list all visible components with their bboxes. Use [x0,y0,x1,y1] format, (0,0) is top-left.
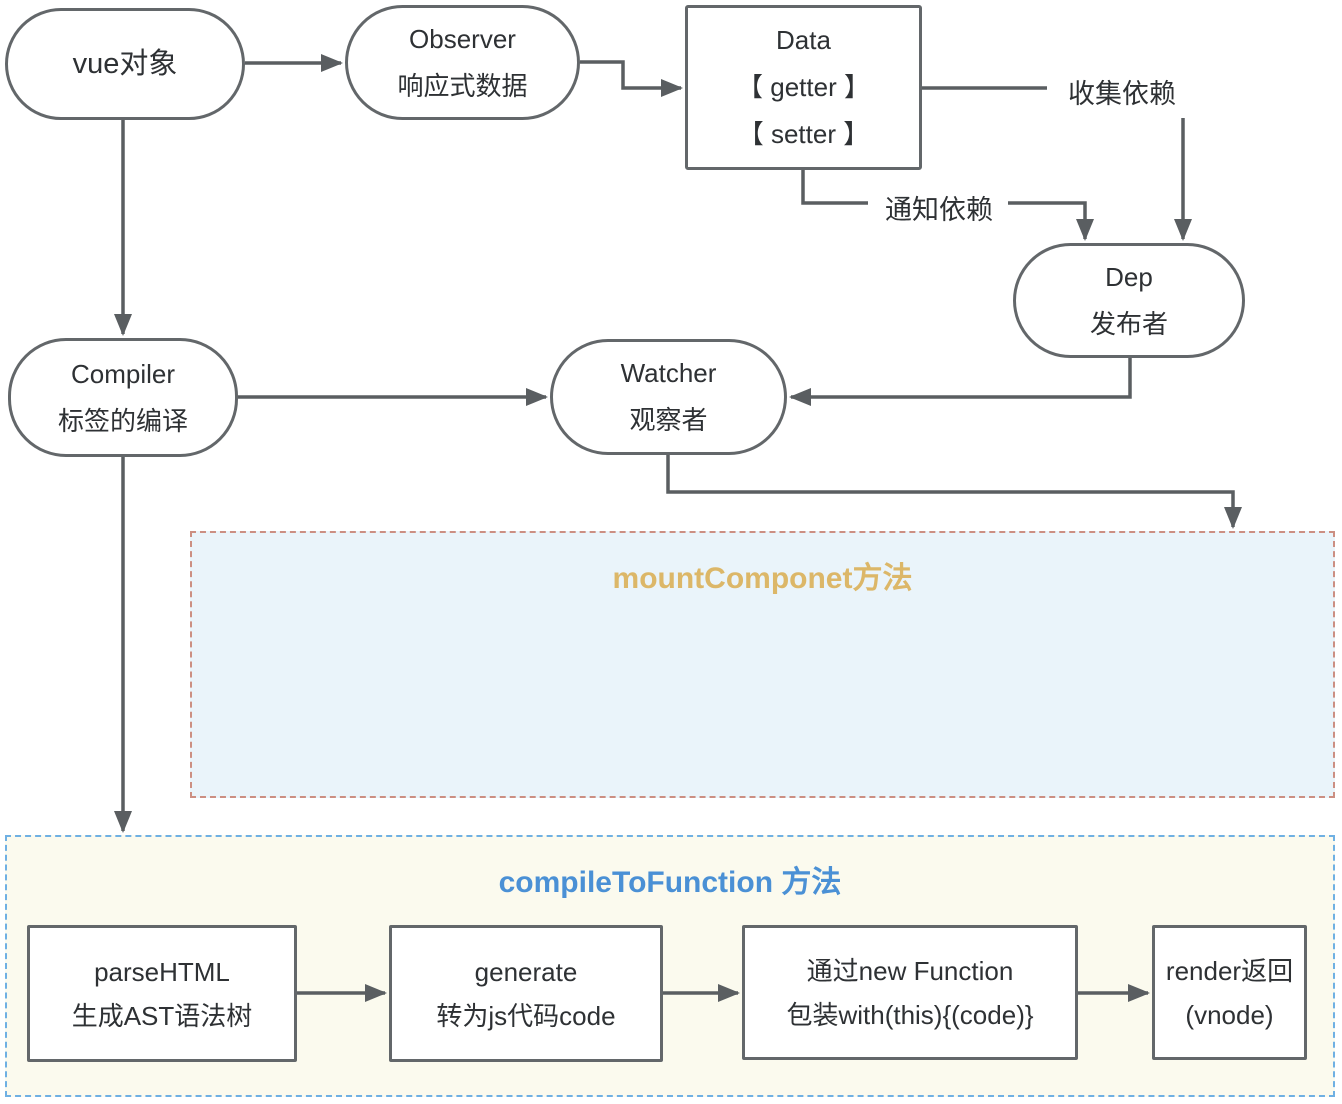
node-watcher-subtitle: 观察者 [629,405,708,435]
mount-component-title: mountComponet方法 [612,562,913,595]
region-mount-component: mountComponet方法 [190,531,1335,798]
edge-dep-to-watcher [789,358,1132,406]
flow-generate-line1: generate [474,956,578,987]
node-watcher-title: Watcher [620,358,717,388]
edge-watcher-to-mount-region [666,455,1242,529]
node-watcher: Watcher 观察者 [550,339,787,455]
node-dep-subtitle: 发布者 [1089,308,1168,339]
node-data-getter: 【 getter 】 [737,72,870,102]
node-compiler-subtitle: 标签的编译 [57,405,188,436]
flow-box-generate: generate 转为js代码code [389,925,663,1062]
flow-render-line2: (vnode) [1185,999,1274,1030]
edge-label-notify-deps: 通知依赖 [870,188,1008,227]
flow-box-new-function: 通过new Function 包装with(this){(code)} [742,925,1078,1060]
node-data-setter: 【 setter 】 [737,119,870,149]
node-observer-subtitle: 响应式数据 [397,70,528,101]
node-observer: Observer 响应式数据 [345,5,580,120]
flow-generate-line2: 转为js代码code [436,1000,616,1031]
flow-box-parse-html: parseHTML 生成AST语法树 [27,925,297,1062]
flow-parse-line2: 生成AST语法树 [71,1000,253,1031]
node-vue-object: vue对象 [5,8,245,120]
edge-observer-to-data [580,60,683,97]
edge-notify-label-to-dep [1005,201,1094,241]
node-observer-title: Observer [409,23,516,54]
node-dep-title: Dep [1105,261,1153,292]
compile-to-function-title: compileToFunction 方法 [498,866,842,899]
node-compiler-title: Compiler [70,358,176,389]
flow-newfn-line2: 包装with(this){(code)} [786,999,1034,1030]
edge-label-collect-deps: 收集依赖 [1052,72,1192,111]
node-data: Data 【 getter 】 【 setter 】 [685,5,922,170]
node-data-title: Data [776,25,831,55]
node-dep: Dep 发布者 [1013,243,1245,358]
flow-render-line1: render返回 [1165,955,1294,986]
flow-parse-line1: parseHTML [94,956,230,987]
node-vue-object-label: vue对象 [72,47,178,80]
edge-data-to-notify-label [801,170,868,205]
flow-box-render-vnode: render返回 (vnode) [1152,925,1307,1060]
flow-newfn-line1: 通过new Function [806,955,1014,986]
node-compiler: Compiler 标签的编译 [8,338,238,457]
